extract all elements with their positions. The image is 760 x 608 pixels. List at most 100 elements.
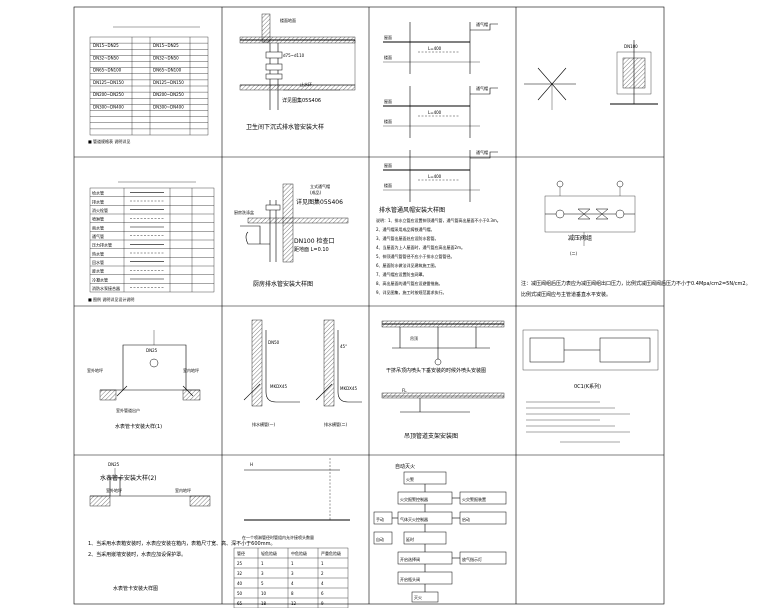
sprinkler-table-cell: 32 xyxy=(237,571,243,576)
vent-cap xyxy=(470,87,498,95)
schedule-cell: DN32~DN50 xyxy=(153,55,179,60)
box-detail: 0C1(K系列) xyxy=(522,329,659,443)
sprinkler-table-cell: 3 xyxy=(291,571,294,576)
pressure-note: 注：减压阀组后压力表应为减压阀组出口压力，比例式减压阀阀后压力不小于0.4Mpa… xyxy=(521,280,751,287)
legend-cell: 喷淋管 xyxy=(92,216,104,222)
elevation-label: 距地面 L=0.10 xyxy=(294,246,329,253)
flow-node-label: 自动 xyxy=(376,536,384,542)
note-line: 5、伸顶通气管管径不应小于排水立管管径。 xyxy=(376,253,455,259)
schedule-cell: DN200~DN250 xyxy=(153,92,184,97)
schedule-cell: DN65~DN100 xyxy=(153,68,182,73)
note-line: 说明：1、排水立管应设置伸顶通气管，通气管高出屋面不小于0.3m。 xyxy=(376,217,501,223)
svg-text:厨房洗涤盆: 厨房洗涤盆 xyxy=(234,209,254,215)
svg-text:(二): (二) xyxy=(570,251,578,256)
valve-box-label: 减压阀组 xyxy=(568,234,592,242)
sprinkler-ceiling-detail: 吊顶 干挤吊顶内喷头下垂安装的时候外喷头安装图 FL 吊顶管道支架安装图 xyxy=(381,320,505,440)
fire-flow-chart: 自动灭火 火警火灾报警控制器火灾警报装置气体灭火控制器延时开启选择阀开启瓶头阀放… xyxy=(373,463,507,603)
svg-text:室外地坪: 室外地坪 xyxy=(106,487,122,493)
sprinkler-table-header: 管径 xyxy=(237,550,245,556)
title-pipe-fixing: 吊顶管道支架安装图 xyxy=(404,432,458,440)
flow-node-label: 手动 xyxy=(376,516,384,522)
pipe-ref-1: 详见图集05S406 xyxy=(282,97,321,104)
vent-label: 屋面 xyxy=(384,34,392,40)
legend-cell: 消火栓管 xyxy=(92,207,108,213)
vent-label: 通气帽 xyxy=(476,149,488,155)
trap-note-1: 1、当采用水表箱安装时，水表应安装在箱内，表箱尺寸宽、高、深不小于600mm。 xyxy=(88,540,275,547)
flow-node xyxy=(373,531,393,545)
sprinkler-table-cell: 3 xyxy=(261,571,264,576)
svg-text:DN100: DN100 xyxy=(624,44,638,49)
sprinkler-table-header: 严重危险级 xyxy=(321,550,341,556)
flow-node-label: 灭火 xyxy=(414,595,422,600)
svg-text:d75~d110: d75~d110 xyxy=(283,53,305,58)
title-kitchen-drain: 厨房排水管安装大样图 xyxy=(253,280,313,288)
sprinkler-table-cell: 4 xyxy=(321,581,324,586)
vent-label: L=400 xyxy=(428,174,442,179)
flow-node-label: 延时 xyxy=(406,536,414,542)
svg-text:■ 图例 说明详见设计说明: ■ 图例 说明详见设计说明 xyxy=(88,296,134,302)
svg-text:(成品): (成品) xyxy=(310,189,322,195)
sprinkler-table-cell: 40 xyxy=(237,581,243,586)
vent-label: 通气帽 xyxy=(476,21,488,27)
note-line: 4、当屋面为上人屋面时，通气管应高出屋面2m。 xyxy=(376,244,465,250)
svg-text:室内地坪: 室内地坪 xyxy=(175,487,191,493)
title-sprinkler-ceiling: 干挤吊顶内喷头下垂安装的时候外喷头安装图 xyxy=(386,367,486,374)
sprinkler-table-cell: H 在一个喷淋管径时管组内允许接喷头数量 管径2532405065轻危险级135… xyxy=(233,458,350,608)
schedule-cell: DN65~DN100 xyxy=(93,68,122,73)
sprinkler-table-cell: 18 xyxy=(261,601,267,606)
flow-node-label: 开启瓶头阀 xyxy=(400,576,420,582)
svg-text:MKDX45: MKDX45 xyxy=(340,386,357,391)
legend-cell: 废水管 xyxy=(92,268,104,274)
sprinkler-table-cell: 5 xyxy=(261,581,264,586)
legend-cell: 消防水泵接合器 xyxy=(92,285,120,291)
sprinkler-table-title: 在一个喷淋管径时管组内允许接喷头数量 xyxy=(242,534,314,540)
vent-label: 通气帽 xyxy=(476,85,488,91)
vent-cap xyxy=(470,23,498,31)
sprinkler-table-cell: 6 xyxy=(321,591,324,596)
schedule-cell: DN300~DN400 xyxy=(93,104,124,109)
sprinkler-table-cell: 9 xyxy=(321,601,324,606)
valve-sketch: DN100 xyxy=(524,40,658,110)
flow-node-label: 火灾警报装置 xyxy=(462,496,486,502)
legend-cell: 回水管 xyxy=(92,259,104,265)
svg-text:DN25: DN25 xyxy=(108,462,120,467)
sprinkler-table-cell: 50 xyxy=(237,591,243,596)
legend-cell: 通气管 xyxy=(92,233,104,239)
vent-label: 屋面 xyxy=(384,162,392,168)
sprinkler-table-cell: 4 xyxy=(291,581,294,586)
vent-label: L=400 xyxy=(428,110,442,115)
schedule-cell: DN300~DN400 xyxy=(153,104,184,109)
flow-node-label: 放气指示灯 xyxy=(462,556,482,562)
note-line: 7、通气帽应设置防虫网罩。 xyxy=(376,271,427,277)
vent-label: 屋面 xyxy=(384,98,392,104)
title-trap-2: 水表管卡安装大样(2) xyxy=(100,474,157,482)
pipe-45-label: MKDX45 xyxy=(270,384,287,389)
flow-node-label: 火灾报警控制器 xyxy=(400,496,428,502)
sprinkler-table-cell: 2 xyxy=(321,571,324,576)
indoor-ground-label: 室内地坪 xyxy=(183,367,199,373)
dn100-label: DN100 检查口 xyxy=(294,237,334,245)
sprinkler-table-cell: 1 xyxy=(291,561,294,566)
note-line: 9、详见图集，施工时按规范要求执行。 xyxy=(376,289,447,295)
schedule-cell: DN15~DN25 xyxy=(153,43,179,48)
legend-cell: 排水管 xyxy=(92,198,104,204)
legend-cell: 冷凝水管 xyxy=(92,276,108,282)
schedule-cell: DN15~DN25 xyxy=(93,43,119,48)
svg-text:45°: 45° xyxy=(340,344,347,349)
svg-text:水表管卡安装大样图: 水表管卡安装大样图 xyxy=(113,585,158,592)
vent-label: L=400 xyxy=(428,46,442,51)
sprinkler-table-cell: 1 xyxy=(261,561,264,566)
sprinkler-table-cell: 10 xyxy=(261,591,267,596)
sprinkler-table-cell: 1 xyxy=(321,561,324,566)
outdoor-ground-label: 室外地坪 xyxy=(87,367,103,373)
legend-cell: 雨水管 xyxy=(92,224,104,230)
pressure-valve-detail: 减压阀组 (二) 注：减压阀组后压力表应为减压阀组出口压力，比例式减压阀阀后压力… xyxy=(521,180,751,298)
note-line: 6、屋面防水做法详见建筑施工图。 xyxy=(376,262,439,268)
svg-text:■ 管道规格表 说明详见: ■ 管道规格表 说明详见 xyxy=(88,138,130,144)
flow-node-label: 气体灭火控制器 xyxy=(400,516,428,522)
note-line: 2、通气帽采用成品铸铁通气帽。 xyxy=(376,226,435,232)
legend-table: 给水管排水管消火栓管喷淋管雨水管通气管压力排水管热水管回水管废水管冷凝水管消防水… xyxy=(88,181,215,302)
